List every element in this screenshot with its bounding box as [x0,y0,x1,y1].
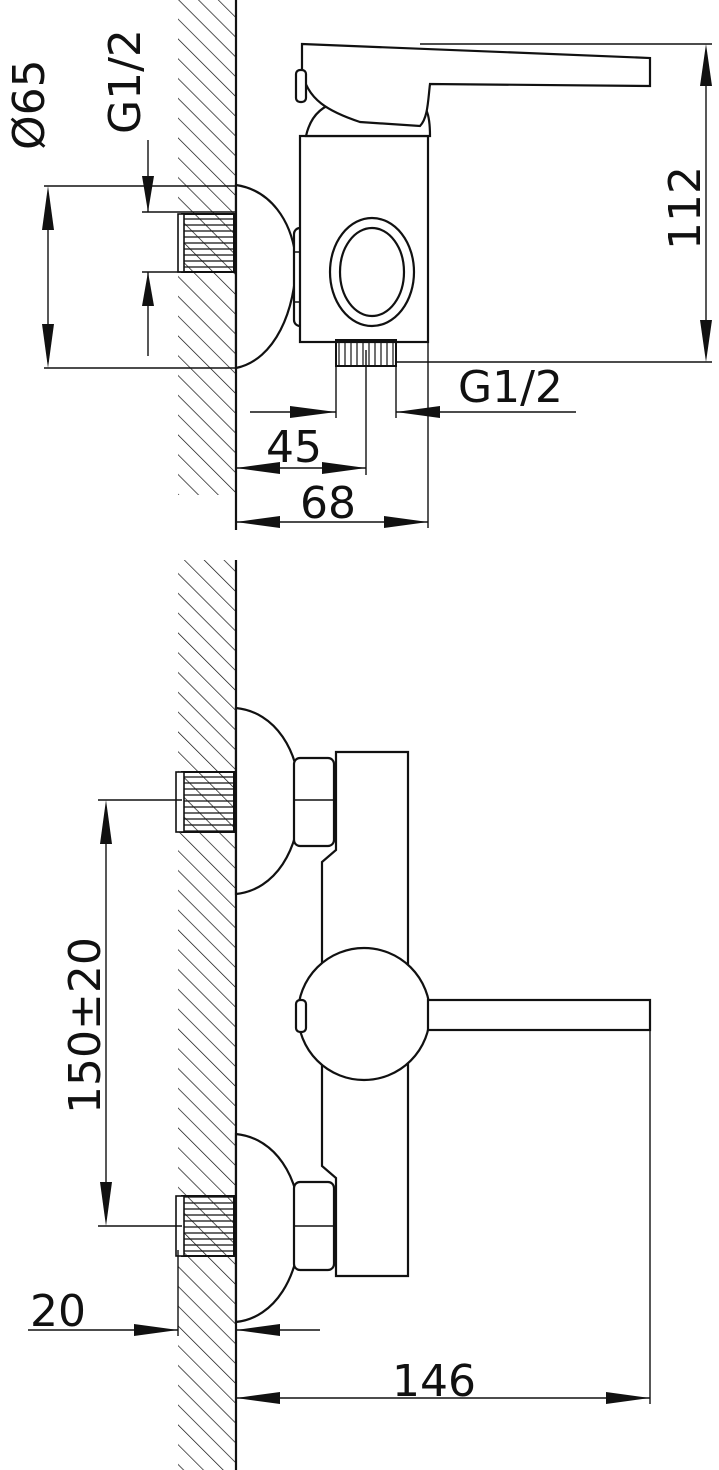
label-wall-offset: 20 [30,1286,86,1337]
thread-pipe-top [181,213,235,273]
wall-hatch-bottom [178,560,236,1470]
label-spacing: 150±20 [60,937,111,1114]
wall-flange-top [234,183,298,370]
thread-pipe-lower [181,1195,235,1257]
label-thread-top-left: G1/2 [100,29,151,134]
cartridge-cap [296,946,432,1082]
thread-pipe-upper [181,771,235,833]
lever-top [300,42,652,128]
label-thread-outlet: G1/2 [458,362,563,413]
wall-flange-lower [234,1132,302,1324]
label-height-112: 112 [660,166,711,250]
diverter-ring [328,216,416,328]
lever-front [426,998,652,1032]
label-lever-reach: 146 [392,1356,476,1407]
label-depth-68: 68 [300,478,356,529]
label-depth-45: 45 [266,422,322,473]
wall-flange-upper [234,706,302,896]
top-view: Ø65 G1/2 112 G1/2 45 68 [4,0,712,530]
hex-nut-upper [292,756,336,848]
label-diameter: Ø65 [4,59,55,150]
bottom-view: 150±20 20 146 [28,560,652,1470]
